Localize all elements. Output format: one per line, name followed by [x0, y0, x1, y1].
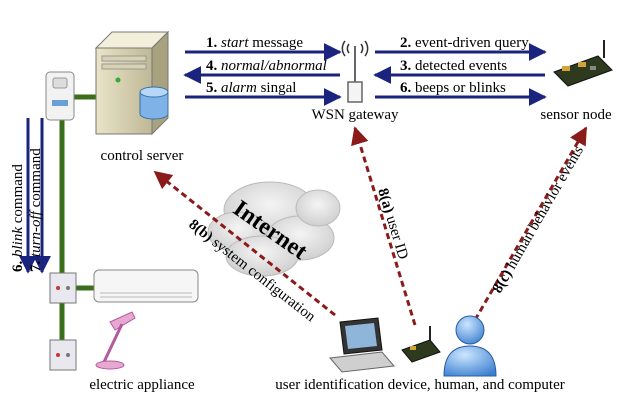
wsn-gateway-label: WSN gateway	[311, 107, 399, 123]
sensor-node-label: sensor node	[540, 107, 612, 123]
label-event-query: 2. event-driven query	[400, 35, 529, 51]
id-device-icon	[401, 326, 441, 363]
arrow-human-behavior	[473, 126, 588, 321]
label-human-behavior: 8(c) human behavior events	[490, 143, 587, 296]
control-server-label: control server	[101, 148, 184, 164]
switch-box-icon	[49, 339, 77, 371]
label-detected-events: 3. detected events	[400, 58, 507, 74]
user-devices-label: user identification device, human, and c…	[275, 377, 564, 393]
electric-appliance-label: electric appliance	[89, 377, 195, 393]
label-alarm-signal: 5. alarm singal	[206, 80, 296, 96]
label-beeps-blinks: 6. beeps or blinks	[400, 80, 506, 96]
person-icon	[443, 315, 497, 377]
power-plug-icon	[45, 71, 75, 121]
arrow-user-id	[351, 126, 417, 326]
label-normal-abnormal: 4. normal/abnormal	[206, 58, 327, 74]
appliance-wiring	[59, 94, 96, 345]
laptop-icon	[329, 317, 395, 373]
user-links	[153, 126, 588, 326]
air-conditioner-icon	[93, 269, 199, 303]
desk-lamp-icon	[95, 311, 136, 370]
arrow-system-configuration	[153, 170, 336, 317]
label-start-message: 1. start message	[206, 35, 303, 51]
sensor-board-icon	[553, 40, 613, 87]
label-blink-command: 6. blink command	[10, 164, 26, 272]
cloud-icon	[207, 181, 341, 277]
database-icon	[139, 86, 169, 120]
switch-box-icon	[49, 272, 77, 304]
antenna-icon	[341, 40, 369, 103]
label-turnoff-command: 7. turn-off command	[28, 148, 44, 272]
label-user-id: 8(a) user ID	[374, 186, 411, 261]
message-arrows	[19, 43, 547, 274]
